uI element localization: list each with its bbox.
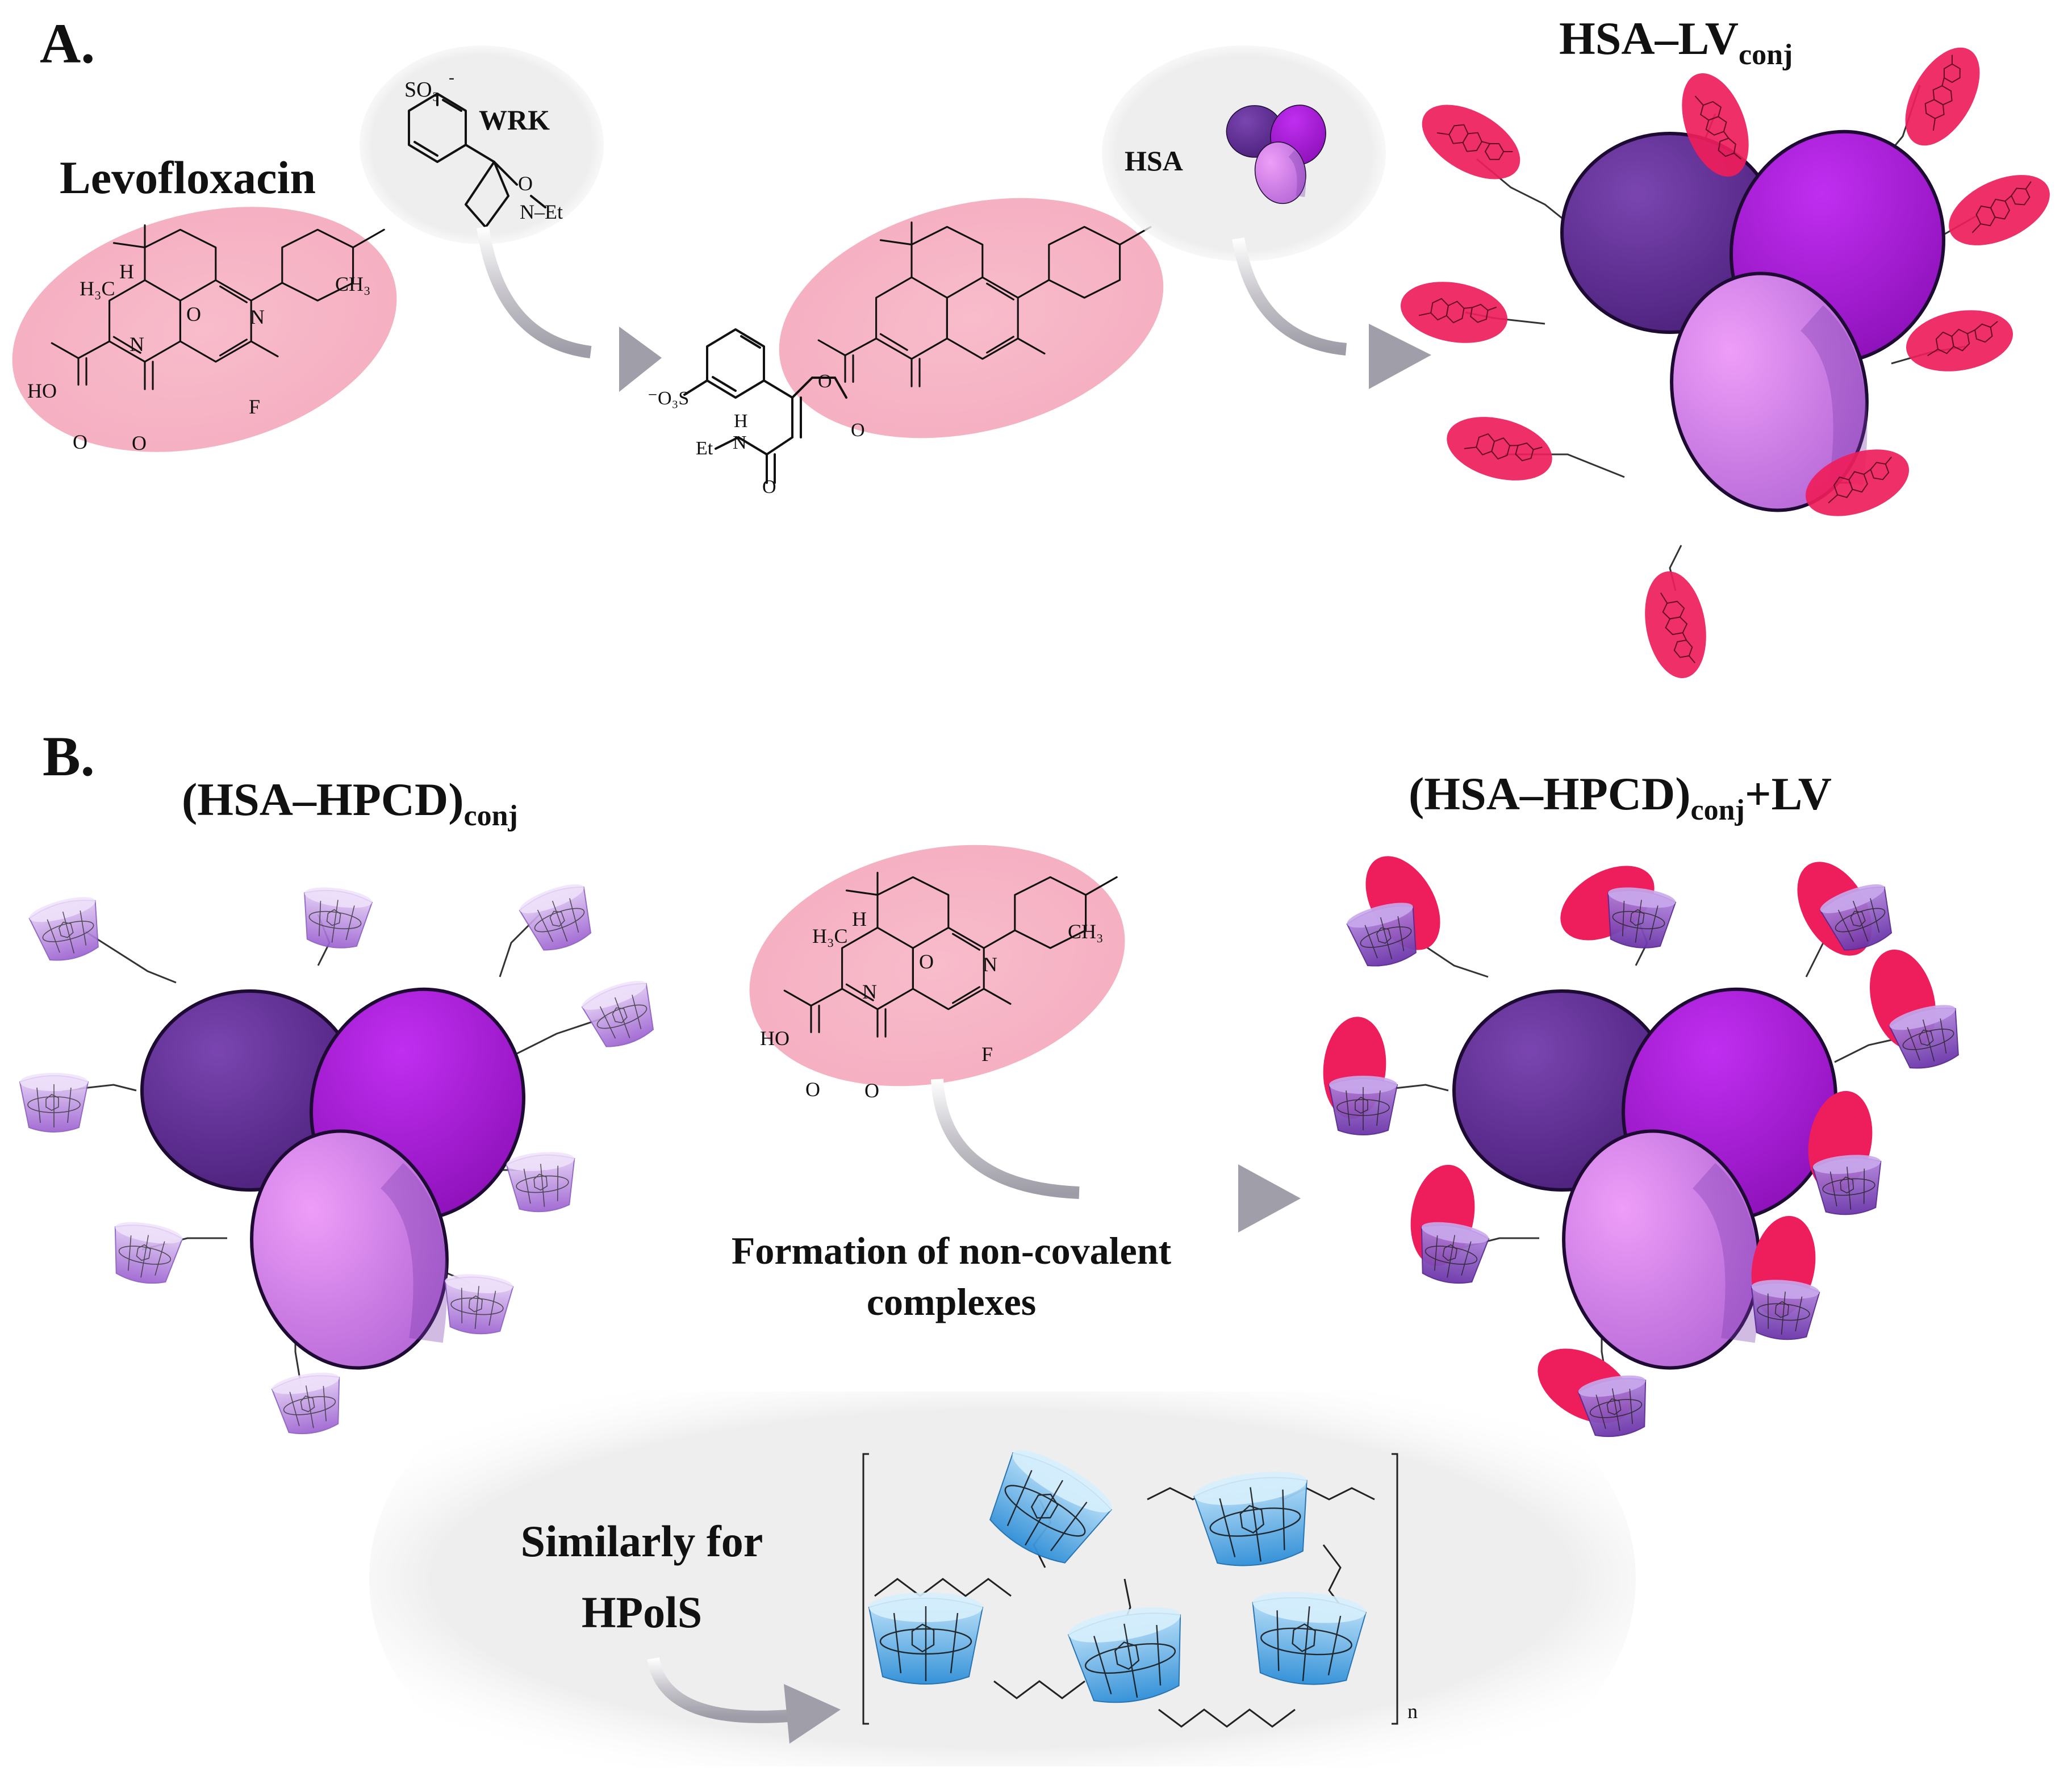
- intermediate-n: N: [733, 432, 747, 453]
- levofloxacin-title: Levofloxacin: [60, 152, 316, 203]
- panel-a-letter: A.: [40, 12, 95, 75]
- intermediate-o-amide: O: [762, 477, 776, 498]
- arrowhead-2: [1369, 324, 1431, 389]
- wrk-charge: -: [449, 68, 454, 87]
- lv-feed-curve: [931, 1079, 1080, 1199]
- wrk-net: N–Et: [520, 200, 563, 223]
- product-title: HSA–LVconj: [1559, 12, 1793, 71]
- svg-text:HO: HO: [760, 1027, 789, 1050]
- intermediate-et: Et: [696, 438, 713, 459]
- panel-b-letter: B.: [43, 725, 95, 788]
- svg-text:O: O: [132, 432, 147, 454]
- svg-text:N: N: [983, 953, 997, 976]
- wrk-structure: [408, 93, 546, 228]
- wrk-so3: SO₃: [404, 78, 440, 102]
- hsa-hpcd-lv-title: (HSA–HPCD)conj+LV: [1409, 768, 1832, 826]
- reagent-feed-curve-2: [1232, 237, 1347, 356]
- hpols-bubble: [369, 1392, 1636, 1766]
- wrk-bubble: [360, 45, 604, 244]
- hsa-hpcd-conjugate: [19, 878, 664, 1439]
- svg-text:O: O: [73, 431, 87, 453]
- svg-text:F: F: [249, 395, 260, 418]
- wrk-o: O: [518, 172, 533, 195]
- svg-text:H: H: [852, 908, 867, 930]
- intermediate-highlight: [779, 198, 1164, 438]
- lv-highlight: [749, 845, 1125, 1087]
- svg-text:O: O: [919, 950, 934, 973]
- svg-text:N: N: [250, 306, 265, 328]
- hsa-hpcd-lv-complex: [1323, 856, 1969, 1442]
- arrow-caption-line2: complexes: [867, 1280, 1036, 1323]
- similarly-line2: HPolS: [582, 1587, 702, 1637]
- intermediate-o3s: ⁻O₃S: [648, 388, 689, 409]
- hpols-polymer: [862, 1439, 1398, 1728]
- svg-text:CH₃: CH₃: [1068, 920, 1104, 943]
- intermediate-h: H: [734, 411, 748, 432]
- svg-text:H₃C: H₃C: [812, 925, 848, 947]
- similarly-line1: Similarly for: [521, 1516, 763, 1566]
- svg-text:CH₃: CH₃: [335, 273, 371, 295]
- arrowhead-1: [619, 327, 662, 392]
- hpols-arrowhead: [784, 1684, 841, 1744]
- svg-text:N: N: [862, 980, 877, 1003]
- lv-atom-labels: H₃C H O N N CH₃ HO F O O: [760, 908, 1104, 1102]
- hsa-lv-conjugate: [1395, 34, 2062, 684]
- svg-text:N: N: [130, 333, 144, 356]
- intermediate-structure: [683, 222, 1152, 484]
- svg-text:HO: HO: [27, 379, 57, 402]
- complex-arrowhead: [1238, 1164, 1301, 1232]
- svg-text:F: F: [981, 1043, 993, 1066]
- arrow-caption-line1: Formation of non-covalent: [732, 1229, 1172, 1272]
- hpols-arrow: [647, 1657, 796, 1723]
- svg-text:O: O: [864, 1079, 879, 1102]
- intermediate-o-ester: O: [818, 371, 832, 392]
- intermediate-o-ester2: O: [851, 420, 865, 441]
- levofloxacin-atom-labels: H₃C H O N N CH₃ HO F O O: [27, 260, 371, 454]
- wrk-label: WRK: [479, 104, 550, 136]
- svg-text:H: H: [119, 260, 134, 283]
- hsa-label: HSA: [1125, 145, 1183, 177]
- svg-text:H₃C: H₃C: [80, 277, 115, 300]
- reagent-feed-curve-1: [477, 226, 592, 358]
- polymer-subscript-n: n: [1407, 1700, 1418, 1723]
- hsa-hpcd-title: (HSA–HPCD)conj: [182, 774, 518, 832]
- svg-text:O: O: [186, 303, 201, 325]
- levofloxacin-highlight: [12, 207, 397, 452]
- svg-text:O: O: [805, 1078, 820, 1101]
